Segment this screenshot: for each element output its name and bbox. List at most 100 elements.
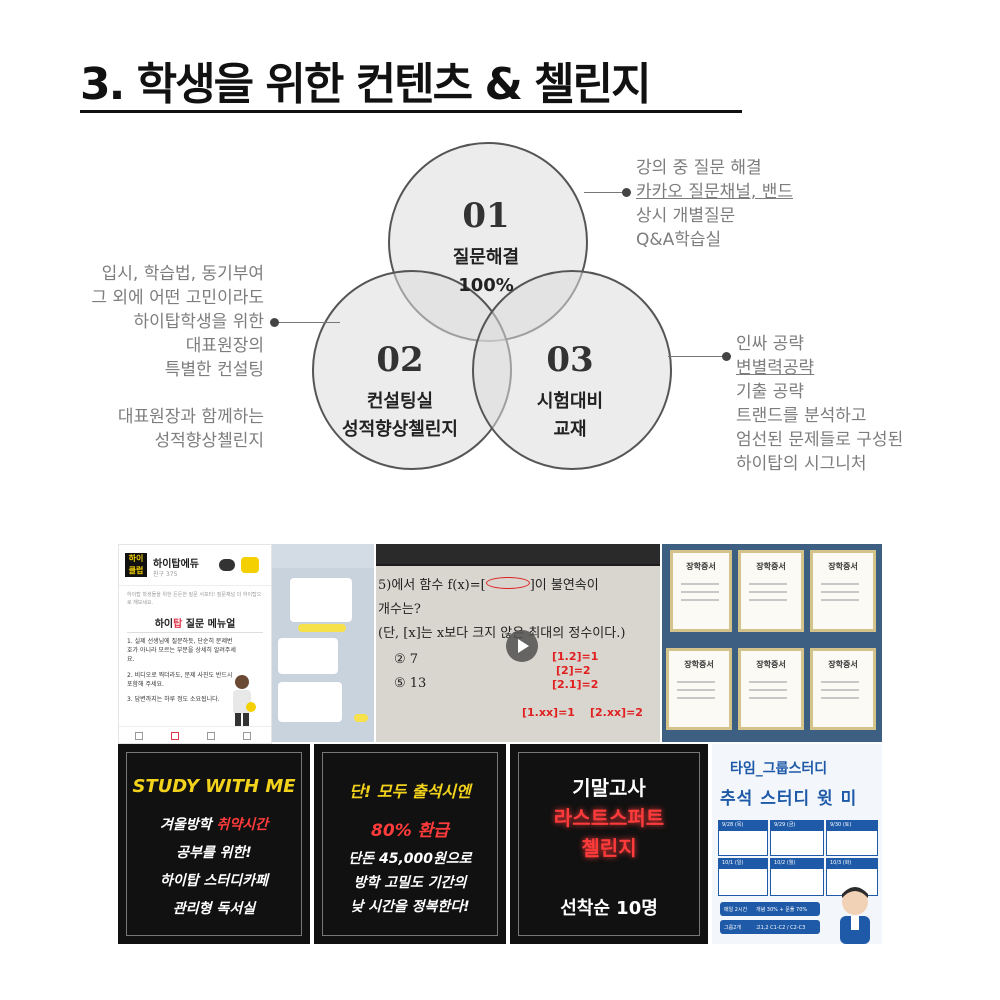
connector-dot-left — [270, 318, 279, 327]
manual-step-1: 1. 실제 선생님에 질문하듯, 단순히 문제번호가 아니라 모르는 부분을 상… — [127, 638, 236, 663]
text-line: 특별한 컨설팅 — [164, 360, 264, 380]
nav-chat-icon — [171, 732, 179, 740]
text-line: 상시 개별질문 — [636, 206, 736, 226]
schedule-box-header — [771, 821, 823, 831]
video-lecture-screenshot: 5)에서 함수 f(x)=[]이 불연속이 개수는? (단, [x]는 x보다 … — [376, 544, 660, 742]
banner-highlight: 취약시간 — [216, 817, 268, 833]
banner-line: 하이탑 스터디카페 — [160, 873, 268, 889]
app-friend-count: 친구 375 — [153, 571, 178, 578]
banner-line: 단돈 45,000원으로 — [348, 851, 472, 867]
info-label: 매일 2시간 — [724, 907, 748, 913]
circle-01-number: 01 — [462, 196, 510, 236]
nav-home-icon — [135, 732, 143, 740]
text-group-textbook: 인싸 공략 변별력공략 기출 공략 트랜드를 분석하고 엄선된 문제들로 구성된… — [736, 332, 903, 476]
text-line: 입시, 학습법, 동기부여 — [101, 264, 264, 284]
connector-dot-right-top — [622, 188, 631, 197]
banner-highlight: 첼린지 — [581, 836, 637, 860]
problem-option: ⑤ 13 — [394, 676, 427, 691]
circle-01-label-line2: 100% — [458, 275, 514, 296]
certificate-text-line — [681, 583, 719, 585]
text-line: 인싸 공략 — [736, 334, 804, 354]
scholarship-certificates-photo: 장학증서 장학증서 장학증서 장학증서 장학증서 장학증서 — [662, 544, 882, 742]
certificate-text-line — [821, 599, 859, 601]
handwritten-circle — [485, 577, 530, 589]
banner-headline: STUDY WITH ME — [132, 776, 296, 797]
info-label: 그룹2개 — [724, 925, 741, 931]
schedule-box-header — [827, 821, 877, 831]
manual-title-highlight: 탑 — [173, 619, 183, 630]
certificate-text-line — [749, 591, 787, 593]
play-icon[interactable] — [506, 630, 538, 662]
certificate-text-line — [681, 591, 719, 593]
study-with-me-banner: STUDY WITH ME 겨울방학 취약시간 공부를 위한! 하이탑 스터디카… — [118, 744, 310, 944]
circle-02-number: 02 — [376, 340, 424, 380]
chat-message-mine — [354, 714, 368, 722]
certificate: 장학증서 — [670, 550, 732, 632]
certificate-title: 장학증서 — [686, 561, 716, 571]
certificate-text-line — [821, 689, 859, 691]
banner-line: 관리형 독서실 — [172, 901, 256, 917]
chat-message — [278, 638, 338, 674]
connector-dot-right-bottom — [722, 352, 731, 361]
info-value: 고1,2 C1-C2 / C2-C3 — [756, 925, 806, 931]
banner-line: 낮 시간을 정복한다! — [350, 899, 470, 915]
certificate-title: 장학증서 — [756, 561, 786, 571]
problem-line-1: 5)에서 함수 f(x)=[]이 불연속이 — [378, 574, 599, 593]
schedule-box: 9/30 (토) — [826, 820, 878, 856]
certificate-text-line — [821, 697, 859, 699]
certificate-text-line — [749, 697, 787, 699]
handwritten-note: [1.xx]=1 — [522, 706, 575, 719]
info-row: 그룹2개 고1,2 C1-C2 / C2-C3 — [720, 920, 820, 934]
chat-screenshot — [272, 544, 374, 742]
schedule-box: 9/29 (금) — [770, 820, 824, 856]
schedule-box: 10/2 (월) — [770, 858, 824, 896]
poster-subtitle: 추석 스터디 윗 미 — [720, 789, 858, 809]
circle-02-label-line2: 성적향상첼린지 — [342, 419, 458, 440]
text-line: 기출 공략 — [736, 382, 804, 402]
chat-message — [278, 682, 342, 722]
text-group-consulting: 입시, 학습법, 동기부여 그 외에 어떤 고민이라도 하이탑학생을 위한 대표… — [24, 262, 264, 382]
chat-bubble-icon — [219, 559, 235, 571]
certificate: 장학증서 — [666, 648, 732, 730]
certificate-text-line — [677, 681, 715, 683]
refund-banner: 단! 모두 출석시엔 80% 환급 단돈 45,000원으로 방학 고밀도 기간… — [314, 744, 506, 944]
banner-headline: 단! 모두 출석시엔 — [349, 782, 471, 801]
problem-option: ② 7 — [394, 652, 419, 667]
text-line: 하이탑학생을 위한 — [133, 312, 264, 332]
schedule-box: 9/28 (목) — [718, 820, 768, 856]
banner-text: 겨울방학 — [160, 817, 217, 833]
group-study-poster: 타임_그룹스터디 추석 스터디 윗 미 9/28 (목) 9/29 (금) 9/… — [712, 744, 882, 944]
schedule-box-header — [771, 859, 823, 869]
poster-title: 타임_그룹스터디 — [730, 761, 828, 777]
certificate-text-line — [821, 681, 859, 683]
video-toolbar — [376, 544, 660, 564]
chat-message — [290, 578, 352, 622]
handwritten-note: [1.2]=1 — [552, 650, 599, 663]
connector-left — [278, 322, 340, 323]
handwritten-note: [2]=2 — [556, 664, 591, 677]
problem-text: 5)에서 함수 f(x)=[ — [378, 578, 486, 593]
manual-step-3: 3. 답변까지는 하루 정도 소요됩니다. — [127, 696, 220, 703]
text-line: 대표원장과 함께하는 — [117, 407, 264, 427]
banner-frame — [322, 752, 498, 936]
certificate-text-line — [821, 583, 859, 585]
certificate: 장학증서 — [810, 648, 876, 730]
nav-post-icon — [207, 732, 215, 740]
schedule-date: 10/3 (화) — [830, 860, 852, 866]
nav-stats-icon — [243, 732, 251, 740]
certificate-text-line — [677, 689, 715, 691]
info-value: 개념 30% + 문풀 70% — [756, 907, 808, 913]
text-line-underlined: 카카오 질문채널, 밴드 — [636, 182, 793, 202]
banner-line: 공부를 위한! — [176, 845, 252, 861]
page-title: 3. 학생을 위한 컨텐츠 & 첼린지 — [80, 59, 652, 110]
hitop-logo: 하이 클럽 — [125, 553, 147, 577]
certificate-text-line — [677, 697, 715, 699]
kakao-channel-screenshot: 하이 클럽 하이탑에듀 친구 375 하이탑 학생들을 위한 든든한 질문 서포… — [118, 544, 272, 744]
text-line: 성적향상첼린지 — [154, 431, 264, 451]
problem-line-2: 개수는? — [378, 602, 421, 617]
text-group-challenge: 대표원장과 함께하는 성적향상첼린지 — [24, 405, 264, 453]
certificate-text-line — [749, 599, 787, 601]
schedule-box-header — [719, 821, 767, 831]
text-line: 그 외에 어떤 고민이라도 — [91, 288, 264, 308]
circle-02-label: 컨설팅실 성적향상첼린지 — [302, 388, 498, 444]
